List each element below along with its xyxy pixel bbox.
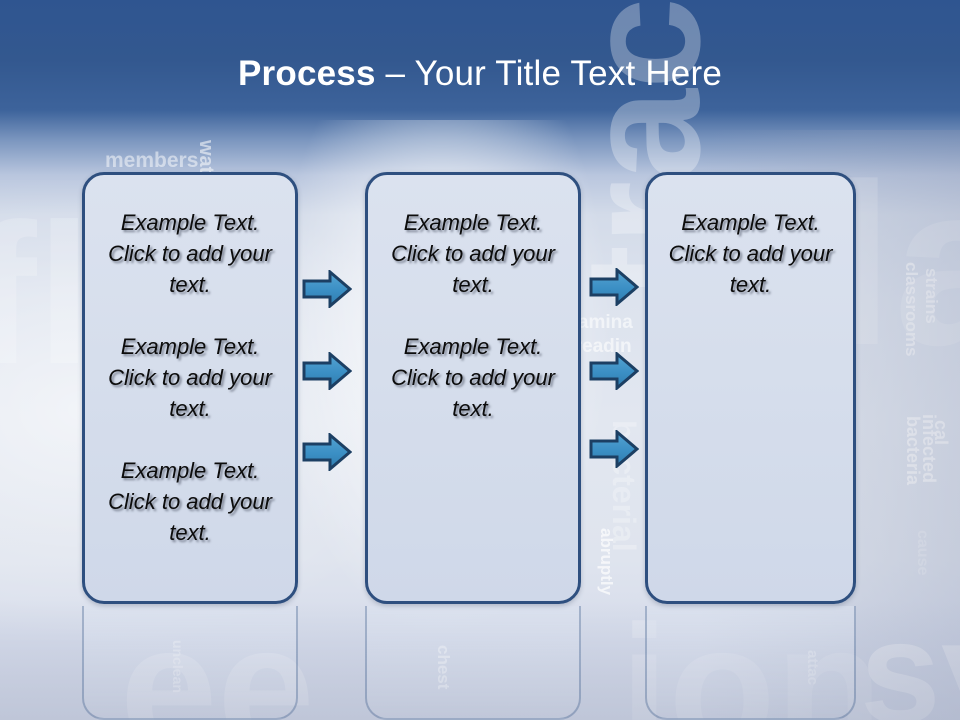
process-box-1-text-2[interactable]: Example Text. Click to add your text. bbox=[108, 334, 272, 421]
slide-title-rest: – Your Title Text Here bbox=[375, 54, 722, 93]
process-box-1-text-3[interactable]: Example Text. Click to add your text. bbox=[108, 458, 272, 545]
slide-title-strong: Process bbox=[238, 54, 376, 93]
process-box-3[interactable]: Example Text. Click to add your text. bbox=[645, 172, 856, 604]
process-box-1-text-1[interactable]: Example Text. Click to add your text. bbox=[108, 210, 272, 297]
arrow-right-icon-3[interactable] bbox=[302, 433, 352, 471]
arrow-right-icon-2[interactable] bbox=[302, 352, 352, 390]
arrow-right-icon-5[interactable] bbox=[589, 352, 639, 390]
process-box-1[interactable]: Example Text. Click to add your text. Ex… bbox=[82, 172, 298, 604]
process-box-2-text-1[interactable]: Example Text. Click to add your text. bbox=[391, 210, 555, 297]
process-box-3-text-1[interactable]: Example Text. Click to add your text. bbox=[668, 210, 833, 297]
slide-title: Process – Your Title Text Here bbox=[0, 52, 960, 96]
process-box-2-text-2[interactable]: Example Text. Click to add your text. bbox=[391, 334, 555, 421]
arrow-right-icon-4[interactable] bbox=[589, 268, 639, 306]
process-box-2[interactable]: Example Text. Click to add your text. Ex… bbox=[365, 172, 581, 604]
arrow-right-icon-6[interactable] bbox=[589, 430, 639, 468]
arrow-right-icon-1[interactable] bbox=[302, 270, 352, 308]
